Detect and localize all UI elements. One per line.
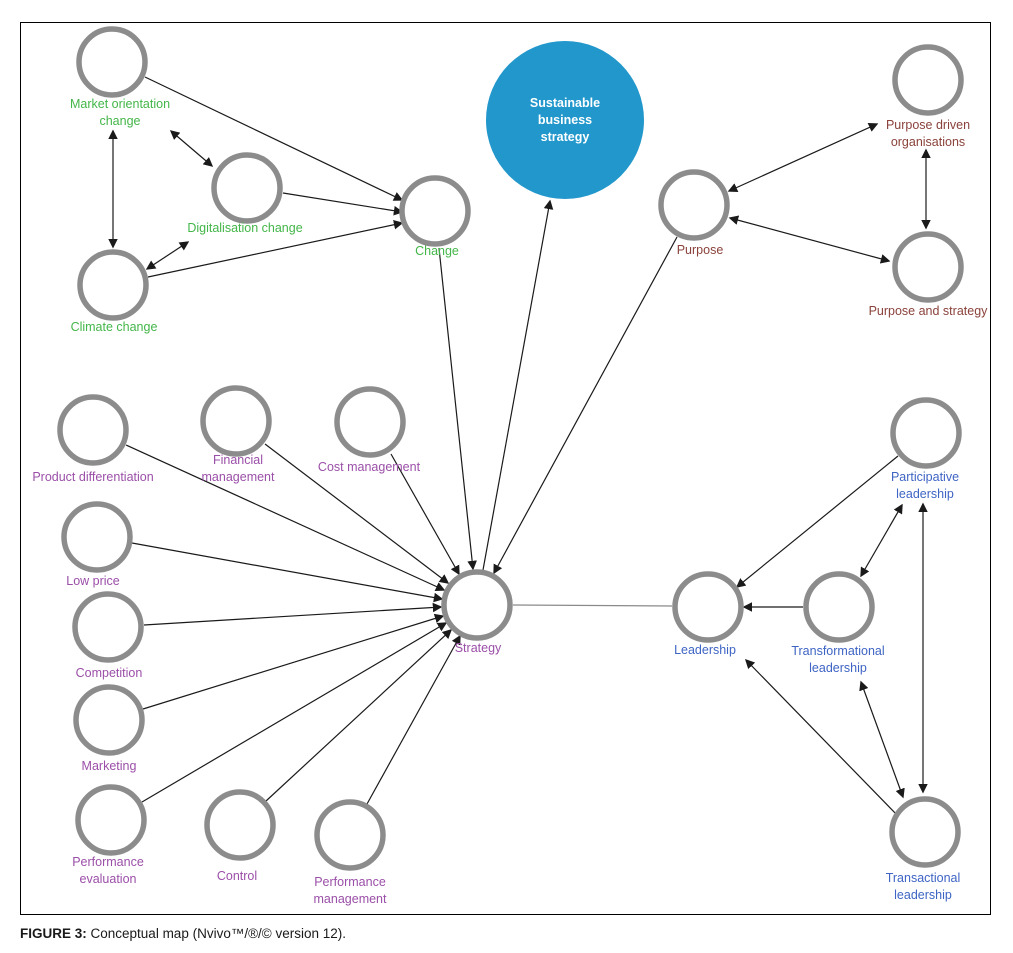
edge-control-strategy — [265, 629, 453, 802]
edge-transactional-leadership — [744, 658, 900, 818]
node-strategy — [441, 569, 513, 641]
label-performance-evaluation: Performance evaluation — [72, 855, 144, 886]
edge-participative-transformational — [860, 503, 903, 578]
node-financial-management — [200, 385, 272, 457]
label-market-orientation-change: Market orientation change — [69, 97, 171, 128]
edge-performance-management-strategy — [366, 634, 461, 805]
label-financial-management: Financial management — [201, 453, 275, 484]
edge-transactional-transformational — [859, 680, 905, 799]
label-change: Change — [415, 244, 459, 258]
node-purpose-and-strategy — [892, 231, 964, 303]
node-transactional-leadership — [889, 796, 961, 868]
label-transactional-leadership: Transactional leadership — [885, 871, 961, 902]
node-climate-change — [77, 249, 149, 321]
label-product-differentiation: Product differentiation — [32, 470, 154, 484]
edge-purpose-purpose-driven — [727, 122, 879, 193]
label-purpose-and-strategy: Purpose and strategy — [868, 304, 988, 318]
node-leadership — [672, 571, 744, 643]
edge-financial-management-strategy — [264, 443, 450, 584]
label-strategy: Strategy — [454, 641, 502, 655]
node-purpose — [658, 169, 730, 241]
label-marketing: Marketing — [81, 759, 137, 773]
figure-caption-number: FIGURE 3: — [20, 926, 87, 941]
edge-strategy-leadership — [512, 604, 673, 607]
label-transformational-leadership: Transformational leadership — [791, 644, 885, 675]
label-participative-leadership: Participative leadership — [890, 470, 960, 501]
edge-purpose-purpose-and-strategy — [728, 215, 891, 264]
node-digitalisation-change — [211, 152, 283, 224]
edge-market-orientation-change — [144, 76, 404, 201]
label-performance-management: Performance management — [313, 875, 387, 906]
label-low-price: Low price — [66, 574, 120, 588]
node-performance-management — [314, 799, 386, 871]
edge-marketing-strategy — [142, 613, 445, 710]
figure-caption-text: Conceptual map (Nvivo™/®/© version 12). — [86, 926, 347, 941]
label-cost-management: Cost management — [317, 460, 421, 474]
edge-participative-leadership — [735, 455, 899, 588]
edge-climate-change — [147, 220, 404, 278]
figure-caption: FIGURE 3: Conceptual map (Nvivo™/®/© ver… — [20, 926, 346, 941]
edge-strategy-sustainable — [482, 199, 554, 571]
label-leadership: Leadership — [674, 643, 736, 657]
label-competition: Competition — [75, 666, 143, 680]
edge-low-price-strategy — [131, 542, 444, 603]
node-transformational-leadership — [803, 571, 875, 643]
edge-change-strategy — [438, 247, 477, 571]
node-change — [399, 175, 471, 247]
edge-competition-strategy — [143, 602, 443, 626]
label-climate-change: Climate change — [70, 320, 158, 334]
label-purpose-driven-organisations: Purpose driven organisations — [885, 118, 971, 149]
node-cost-management — [334, 386, 406, 458]
node-purpose-driven-organisations — [892, 44, 964, 116]
edge-purpose-strategy — [493, 236, 678, 575]
node-competition — [72, 591, 144, 663]
node-control — [204, 789, 276, 861]
node-sustainable-business-strategy — [486, 41, 644, 199]
label-control: Control — [216, 869, 258, 883]
node-performance-evaluation — [75, 784, 147, 856]
node-low-price — [61, 501, 133, 573]
label-digitalisation-change: Digitalisation change — [187, 221, 303, 235]
figure-border — [20, 22, 991, 915]
edge-product-differentiation-strategy — [125, 444, 446, 591]
label-purpose: Purpose — [676, 243, 724, 257]
edge-performance-evaluation-strategy — [141, 622, 448, 803]
label-sustainable-business-strategy: Sustainable business strategy — [529, 96, 601, 144]
node-market-orientation-change — [76, 26, 148, 98]
node-marketing — [73, 684, 145, 756]
edge-digitalisation-change — [282, 192, 404, 216]
edge-market-orientation-digitalisation — [169, 130, 214, 167]
node-product-differentiation — [57, 394, 129, 466]
edge-climate-digitalisation — [145, 241, 190, 270]
edge-cost-management-strategy — [390, 453, 460, 576]
node-participative-leadership — [890, 397, 962, 469]
